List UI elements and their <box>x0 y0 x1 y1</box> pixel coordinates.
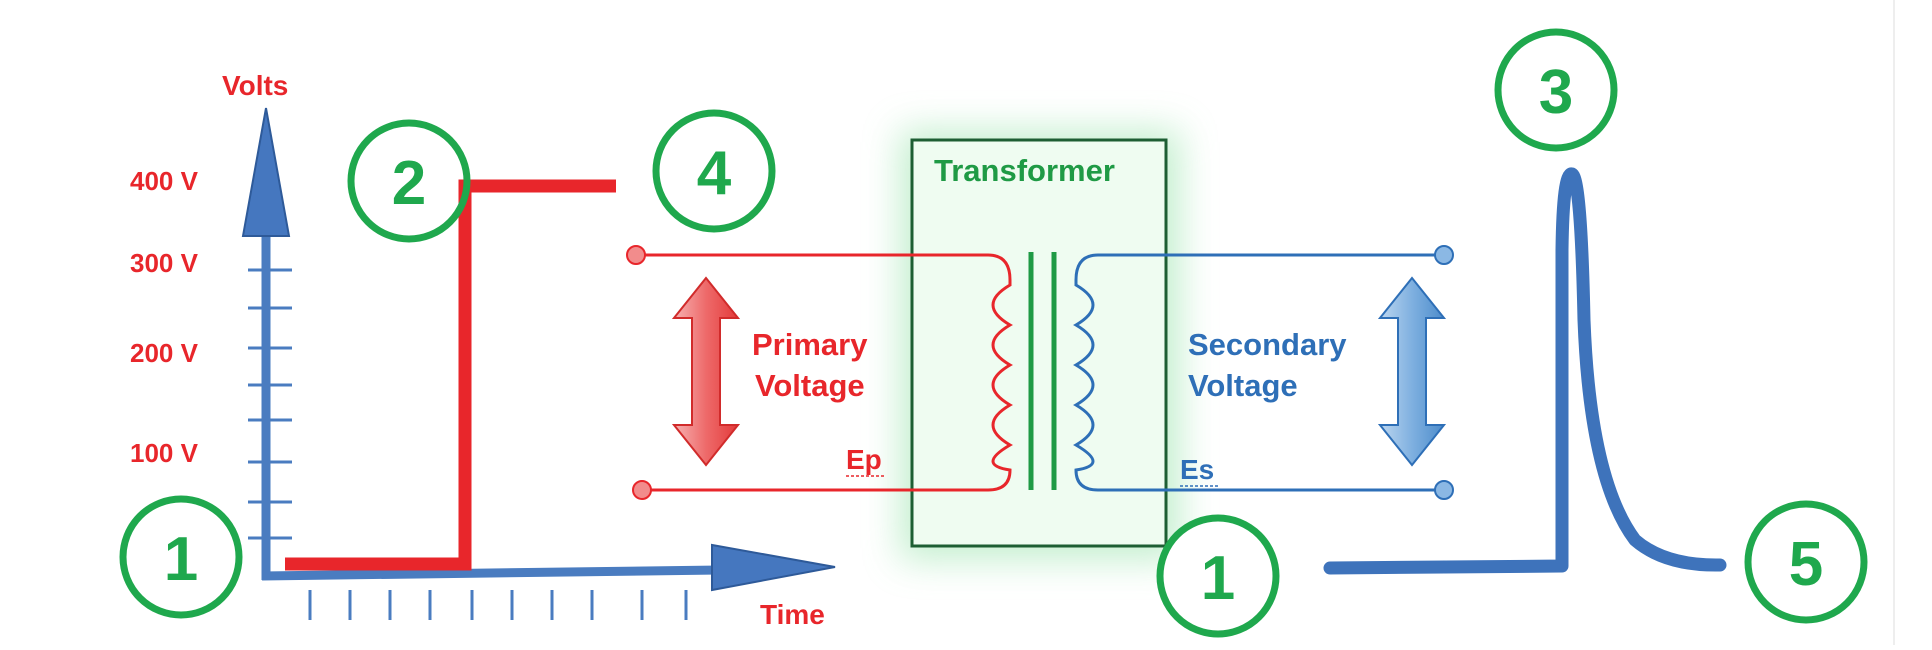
secondary-spike-waveform <box>1323 167 1727 575</box>
x-axis-label: Time <box>760 599 825 630</box>
svg-text:3: 3 <box>1539 58 1573 127</box>
svg-text:4: 4 <box>697 139 732 208</box>
marker-badge-1-right: 1 <box>1156 514 1280 638</box>
secondary-voltage-arrow-icon <box>1377 276 1447 467</box>
transformer-title: Transformer <box>934 153 1115 188</box>
primary-terminal-bottom <box>632 480 652 500</box>
y-axis-ticks <box>248 268 292 540</box>
secondary-label-line2: Voltage <box>1188 368 1298 403</box>
tick-label-400v: 400 V <box>130 166 199 196</box>
svg-text:2: 2 <box>392 149 426 218</box>
x-axis-ticks <box>308 590 688 620</box>
primary-label-line1: Primary <box>752 327 868 362</box>
secondary-terminal-bottom <box>1434 480 1454 500</box>
secondary-label-line1: Secondary <box>1188 327 1347 362</box>
y-axis-label: Volts <box>222 70 288 101</box>
tick-label-300v: 300 V <box>130 248 199 278</box>
primary-terminal-top <box>626 245 646 265</box>
svg-text:1: 1 <box>1201 544 1235 613</box>
primary-step-waveform <box>285 179 616 571</box>
voltage-time-graph: Volts Time 400 V 300 V 200 V 100 V <box>130 70 836 630</box>
transformer-group: Transformer Primary Voltage Secondary Vo… <box>626 130 1454 560</box>
marker-badge-5: 5 <box>1744 500 1868 624</box>
es-label: Es <box>1180 454 1214 485</box>
primary-circuit <box>644 253 1013 492</box>
tick-label-100v: 100 V <box>130 438 199 468</box>
marker-badge-2: 2 <box>347 119 471 243</box>
marker-badges: 1 2 4 3 1 5 <box>119 28 1868 638</box>
marker-badge-3: 3 <box>1494 28 1618 152</box>
tick-label-200v: 200 V <box>130 338 199 368</box>
transformer-box <box>910 138 1168 548</box>
svg-text:5: 5 <box>1789 530 1823 599</box>
primary-voltage-arrow-icon <box>671 276 741 467</box>
x-axis <box>261 565 721 581</box>
x-axis-arrowhead <box>711 543 836 592</box>
ep-label: Ep <box>846 444 882 475</box>
secondary-terminal-top <box>1434 245 1454 265</box>
y-axis-arrowhead <box>241 107 291 237</box>
svg-text:1: 1 <box>164 525 198 594</box>
secondary-circuit <box>1073 253 1438 492</box>
marker-badge-4: 4 <box>652 109 776 233</box>
primary-label-line2: Voltage <box>755 368 865 403</box>
marker-badge-1-left: 1 <box>119 495 243 619</box>
